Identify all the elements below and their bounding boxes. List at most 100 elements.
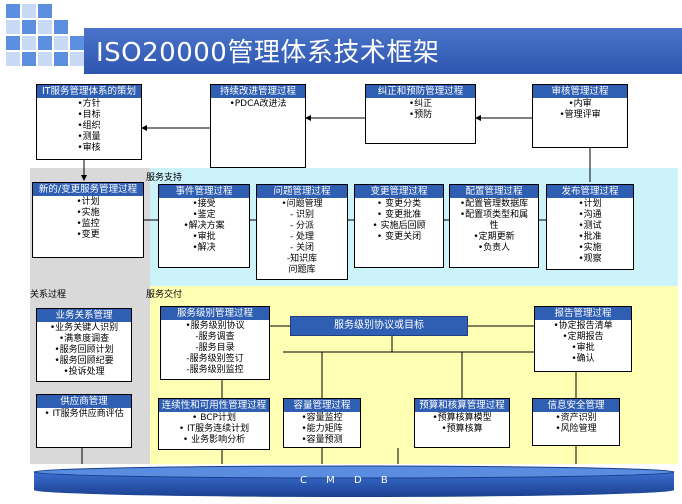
corrective-title: 纠正和预防管理过程	[366, 85, 475, 98]
list-item: •容量预测	[301, 435, 343, 445]
incident-box: 事件管理过程 •接受 •鉴定 •解决方案 •审批 •解决	[158, 184, 250, 268]
decor-square	[54, 20, 68, 34]
page-title: ISO20000管理体系技术框架	[96, 38, 440, 68]
list-item: •内审	[568, 99, 592, 109]
cmdb-label: C M D B	[300, 475, 396, 486]
decor-square	[38, 4, 52, 18]
list-item: •计划	[578, 199, 602, 209]
list-item: •投诉处理	[63, 367, 105, 377]
release-box: 发布管理过程 •计划 •沟通 •测试 •批准 •实施 •观察	[546, 184, 634, 270]
list-item: •业务关键人识别	[49, 323, 119, 333]
list-item: -服务目录	[195, 343, 235, 353]
change-mgmt-title: 变更管理过程	[355, 185, 443, 198]
decor-square	[54, 52, 68, 66]
business-relation-box: 业务关系管理 •业务关键人识别 •满意度调查 •服务回顾计划 •服务回顾纪要 •…	[36, 308, 132, 382]
list-item: •容量监控	[301, 413, 343, 423]
list-item: •解决	[192, 243, 216, 253]
list-item: •解决方案	[183, 221, 225, 231]
decor-square	[70, 36, 84, 50]
decor-square	[6, 36, 20, 50]
budget-title: 预算和核算管理过程	[415, 399, 509, 412]
list-item: • 变更批准	[376, 210, 422, 220]
delivery-zone-label: 服务交付	[146, 290, 183, 300]
problem-title: 问题管理过程	[257, 185, 347, 198]
budget-box: 预算和核算管理过程 •预算核算模型 •预算核算	[414, 398, 510, 448]
audit-title: 审核管理过程	[533, 85, 627, 98]
list-item: •审批	[192, 232, 216, 242]
report-box: 报告管理过程 •协定报告清单 •定期报告 •审批 •确认	[534, 306, 632, 372]
list-item: •测试	[578, 221, 602, 231]
decor-square	[38, 20, 52, 34]
list-item: • IT服务供应商评估	[44, 409, 124, 419]
list-item: •问题管理	[281, 199, 323, 209]
improvement-box: 持续改进管理过程 •PDCA改进法	[210, 84, 306, 168]
list-item: -服务调查	[195, 332, 235, 342]
list-item: •PDCA改进法	[229, 99, 287, 109]
list-item: •能力矩阵	[301, 424, 343, 434]
decor-square	[6, 20, 20, 34]
relation-zone-label: 关系过程	[30, 290, 67, 300]
decor-square	[70, 52, 84, 66]
list-item: - 分派	[289, 221, 315, 231]
list-item: •预算核算模型	[432, 413, 492, 423]
supplier-title: 供应商管理	[37, 395, 131, 408]
list-item: -服务级别监控	[186, 365, 244, 375]
continuity-box: 连续性和可用性管理过程 • BCP计划 • IT服务连续计划 • 业务影响分析	[158, 398, 270, 450]
report-title: 报告管理过程	[535, 307, 631, 320]
business-relation-title: 业务关系管理	[37, 309, 131, 322]
planning-title: IT服务管理体系的策划	[37, 85, 141, 98]
cmdb-cylinder	[33, 465, 675, 497]
problem-box: 问题管理过程 •问题管理 - 识别 - 分派 - 处理 - 关闭 -知识库 问题…	[256, 184, 348, 280]
list-item: • IT服务连续计划	[178, 424, 250, 434]
list-item: •方针	[77, 99, 101, 109]
decor-square	[22, 4, 36, 18]
list-item: •协定报告清单	[553, 321, 613, 331]
config-title: 配置管理过程	[450, 185, 538, 198]
list-item: •配置管理数据库	[459, 199, 529, 209]
decor-square	[22, 52, 36, 66]
supplier-box: 供应商管理 • IT服务供应商评估	[36, 394, 132, 448]
list-item: •预算核算	[441, 424, 483, 434]
list-item: •确认	[571, 354, 595, 364]
list-item: •计划	[76, 197, 100, 207]
list-item: •审批	[571, 343, 595, 353]
capacity-title: 容量管理过程	[284, 399, 360, 412]
list-item: -知识库	[286, 254, 318, 264]
audit-box: 审核管理过程 •内审 •管理评审	[532, 84, 628, 148]
corrective-box: 纠正和预防管理过程 •纠正 •预防	[365, 84, 476, 144]
list-item: • BCP计划	[192, 413, 236, 423]
list-item: •变更	[76, 230, 100, 240]
list-item: •预防	[408, 110, 433, 120]
config-box: 配置管理过程 •配置管理数据库 •配置项类型和属 性 •定期更新 •负责人	[449, 184, 539, 268]
list-item: •实施	[578, 243, 602, 253]
list-item: •服务级别协议	[185, 321, 245, 331]
list-item: -服务级别签订	[186, 354, 244, 364]
release-title: 发布管理过程	[547, 185, 633, 198]
list-item: •风险管理	[555, 424, 597, 434]
list-item: • 实施后回顾	[372, 221, 426, 231]
list-item: •服务回顾计划	[54, 345, 114, 355]
list-item: • 变更关闭	[376, 232, 422, 242]
decor-square	[54, 36, 68, 50]
decor-square	[38, 36, 52, 50]
list-item: •资产识别	[555, 413, 597, 423]
continuity-title: 连续性和可用性管理过程	[159, 399, 269, 412]
security-title: 信息安全管理	[533, 399, 619, 412]
title-band	[84, 28, 682, 74]
change-service-box: 新的/变更服务管理过程 •计划 •实施 •监控 •变更	[32, 182, 144, 258]
list-item: •实施	[76, 208, 100, 218]
decor-square	[22, 36, 36, 50]
list-item: •组织	[77, 121, 101, 131]
list-item: •管理评审	[559, 110, 601, 120]
list-item: •观察	[578, 254, 602, 264]
list-item: •监控	[76, 219, 100, 229]
support-zone-label: 服务支持	[146, 173, 183, 183]
list-item: •沟通	[578, 210, 602, 220]
list-item: •纠正	[408, 99, 433, 109]
list-item: 问题库	[288, 265, 316, 275]
decor-square	[38, 52, 52, 66]
list-item: •接受	[192, 199, 216, 209]
list-item: •定期更新	[473, 232, 515, 242]
decor-square	[6, 4, 20, 18]
list-item: •批准	[578, 232, 602, 242]
